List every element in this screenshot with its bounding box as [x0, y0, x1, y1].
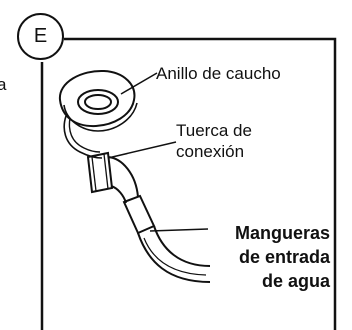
hose-illustration: [107, 156, 211, 283]
leader-hose: [149, 228, 209, 232]
label-inlet-hoses-line: de agua: [261, 271, 330, 291]
panel-letter: E: [33, 25, 48, 47]
rubber-ring-illustration: [58, 69, 138, 132]
leader-nut: [107, 141, 177, 159]
label-inlet-hoses-line: de entrada: [238, 247, 330, 267]
label-connection-nut-line: Tuerca de: [176, 121, 252, 140]
stray-text: a: [0, 75, 7, 94]
label-rubber-ring: Anillo de caucho: [156, 64, 281, 83]
label-inlet-hoses: Mangueras de entrada de agua: [235, 221, 330, 293]
label-connection-nut-line: conexión: [176, 142, 245, 161]
label-connection-nut: Tuerca de conexión: [176, 120, 252, 162]
connection-nut-illustration: [86, 151, 114, 194]
label-inlet-hoses-line: Mangueras: [234, 223, 330, 243]
ring-tail: [63, 115, 103, 159]
leader-ring: [120, 72, 158, 95]
panel-letter-badge: E: [17, 13, 64, 60]
figure-frame: [40, 37, 337, 330]
